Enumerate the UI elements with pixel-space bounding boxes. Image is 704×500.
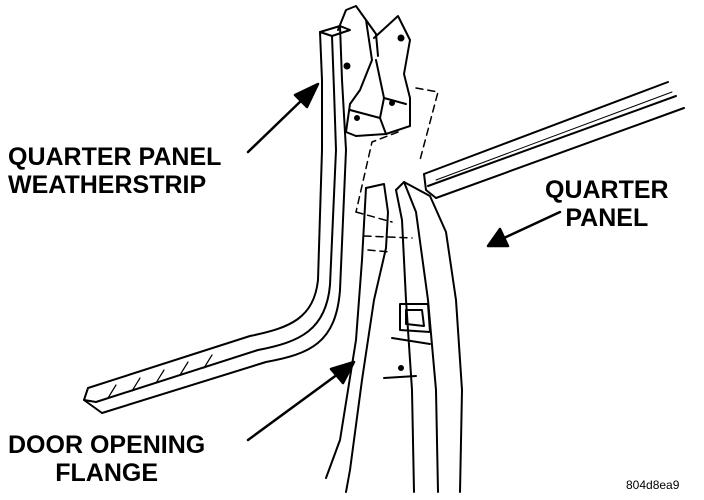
weatherstrip-upper — [317, 25, 351, 291]
quarter-panel-weatherstrip-line2: WEATHERSTRIP — [8, 171, 207, 199]
quarter-panel-weatherstrip-line1: QUARTER PANEL — [8, 143, 222, 171]
door-opening-flange-line1: DOOR OPENING — [8, 431, 206, 459]
door-opening-flange-line2: FLANGE — [55, 459, 159, 487]
quarter-panel-weatherstrip-label: QUARTER PANEL WEATHERSTRIP — [8, 143, 221, 199]
top-bracket — [337, 5, 411, 137]
weatherstrip-arrow — [246, 96, 306, 154]
weatherstrip-lower — [83, 279, 341, 414]
figure-code: 804d8ea9 — [626, 478, 680, 492]
quarter-panel-line1: QUARTER — [545, 176, 669, 204]
flange-arrow — [246, 372, 340, 442]
phantom-outline — [355, 87, 439, 253]
quarter-panel-label: QUARTER PANEL — [545, 176, 669, 232]
door-opening-flange — [325, 181, 463, 493]
quarter-panel-rail — [423, 81, 685, 199]
door-opening-flange-label: DOOR OPENING FLANGE — [8, 431, 205, 487]
quarter-panel-arrow — [502, 210, 562, 240]
leader-arrows — [246, 82, 562, 442]
quarter-panel-line2: PANEL — [565, 204, 649, 232]
